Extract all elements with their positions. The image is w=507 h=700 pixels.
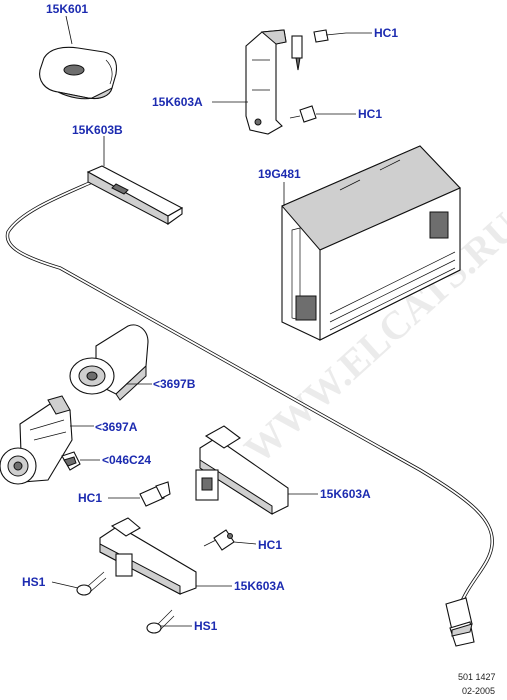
connector-hc1-mid-left [139,481,171,507]
label-15k601: 15K601 [46,2,88,16]
antenna-module-15k603a-top [245,29,303,135]
connector-hc1-top [313,29,347,43]
label-hs1-left: HS1 [22,575,46,589]
screw-hs1-low [146,609,175,634]
antenna-bar-15k603b [86,165,184,226]
label-046c24: <046C24 [102,453,151,467]
label-3697a: <3697A [95,420,138,434]
antenna-module-15k603a-low [99,517,197,595]
label-hc1-top: HC1 [374,26,398,40]
cable-end-connector [445,597,475,647]
screw-hs1-left [76,571,107,596]
label-hc1-top2: HC1 [358,107,382,121]
leader-lines [51,15,372,627]
label-19g481: 19G481 [258,167,301,181]
lock-cylinder-3697b [69,324,149,401]
label-hc1-mid-left: HC1 [78,491,102,505]
label-15k603a-top: 15K603A [152,95,203,109]
connector-hc1-top2 [289,105,317,123]
label-hs1-low: HS1 [194,619,218,633]
control-module-19g481 [281,145,461,341]
label-15k603a-low: 15K603A [234,579,285,593]
label-15k603a-mid: 15K603A [320,487,371,501]
label-3697b: <3697B [153,377,196,391]
key-fob-15k601 [39,46,118,100]
label-hc1-mid-right: HC1 [258,538,282,552]
antenna-cable [5,180,494,607]
connector-hc1-mid-right [203,529,235,551]
switch-046c24 [61,451,81,471]
footer-ref: 501 1427 [458,672,496,682]
lock-housing-3697a [0,395,73,485]
antenna-module-15k603a-mid [195,425,289,515]
footer-date: 02-2005 [462,686,495,696]
label-15k603b: 15K603B [72,123,123,137]
